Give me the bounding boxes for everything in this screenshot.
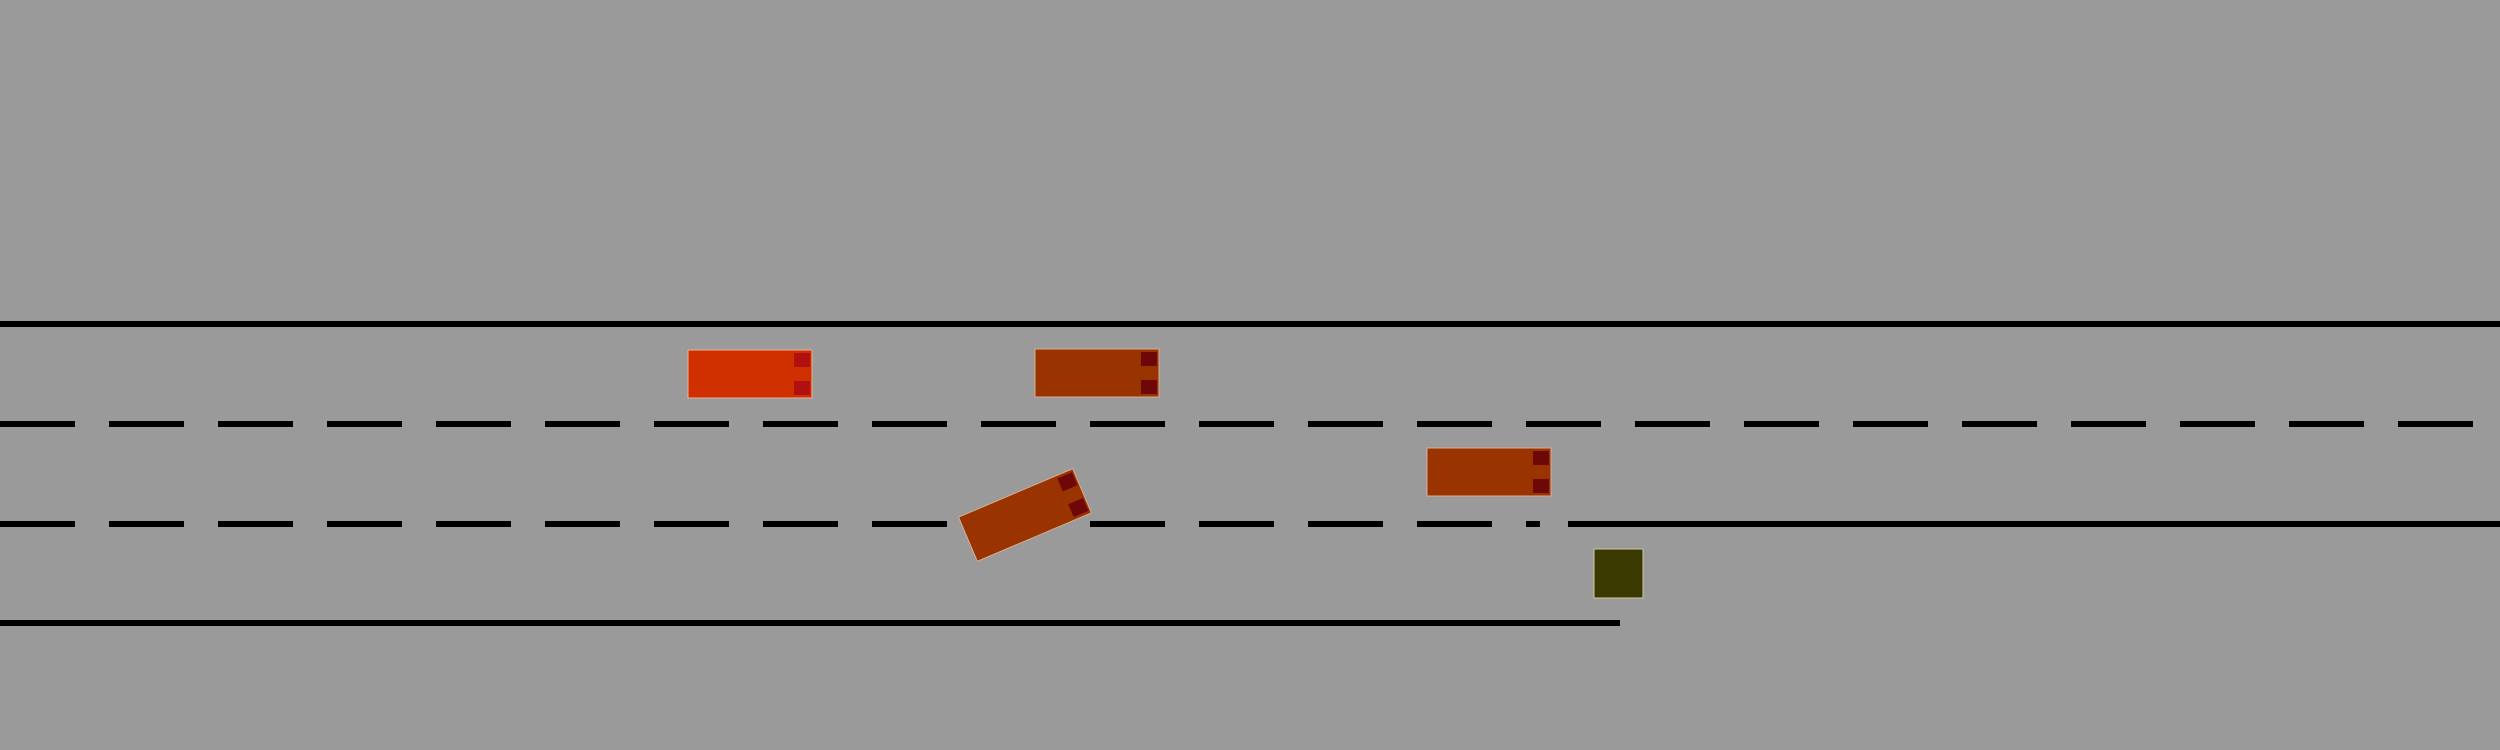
vehicle-body xyxy=(687,349,813,399)
vehicle-headlight xyxy=(1533,479,1549,493)
ego-vehicle xyxy=(687,349,813,399)
vehicle-headlight xyxy=(1141,352,1157,366)
vehicle-headlight xyxy=(1141,380,1157,394)
vehicle-1 xyxy=(1034,348,1160,398)
vehicle-headlight xyxy=(794,381,810,395)
vehicle-3 xyxy=(957,468,1093,562)
vehicle-headlight xyxy=(1068,497,1089,518)
vehicle-2 xyxy=(1426,447,1552,497)
vehicle-body xyxy=(1034,348,1160,398)
lane-markings xyxy=(0,321,2500,626)
obstacle xyxy=(1593,548,1644,599)
vehicle-body xyxy=(957,468,1093,562)
vehicle-headlight xyxy=(794,353,810,367)
vehicle-body xyxy=(1426,447,1552,497)
vehicle-headlight xyxy=(1057,472,1078,492)
vehicle-headlight xyxy=(1533,451,1549,465)
